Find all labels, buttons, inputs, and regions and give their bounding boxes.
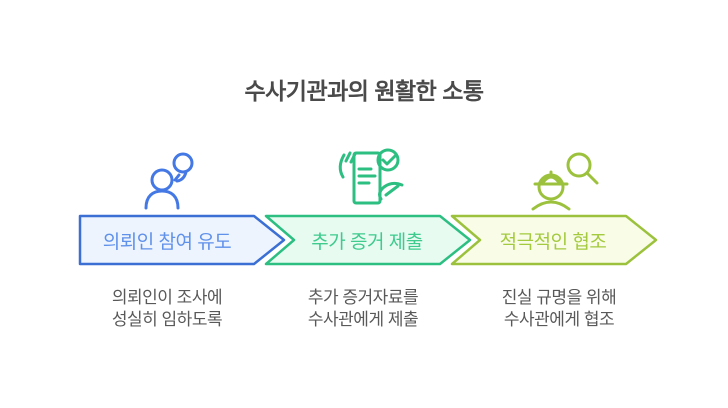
step-3-description: 진실 규명을 위해 수사관에게 협조 [449, 287, 669, 331]
step-1-description-line-2: 성실히 임하도록 [111, 310, 223, 329]
step-3-description-line-1: 진실 규명을 위해 [501, 288, 617, 307]
step-2-description-line-2: 수사관에게 제출 [307, 310, 419, 329]
step-1-description-line-1: 의뢰인이 조사에 [111, 288, 223, 307]
step-arrow-1: 의뢰인 참여 유도 [78, 214, 288, 266]
step-arrow-2: 추가 증거 제출 [264, 214, 474, 266]
consultation-people-icon [138, 150, 204, 214]
step-1-label: 의뢰인 참여 유도 [102, 231, 232, 253]
page-title: 수사기관과의 원활한 소통 [244, 78, 484, 104]
process-arrow-strip: 의뢰인 참여 유도 추가 증거 제출 적극적인 협조 [78, 214, 660, 266]
step-3-description-line-2: 수사관에게 협조 [503, 310, 615, 329]
step-2-label: 추가 증거 제출 [311, 231, 423, 253]
step-2-description: 추가 증거자료를 수사관에게 제출 [253, 287, 473, 331]
step-2-description-line-1: 추가 증거자료를 [307, 288, 419, 307]
step-1-description: 의뢰인이 조사에 성실히 임하도록 [57, 287, 277, 331]
step-3-label: 적극적인 협조 [499, 231, 607, 253]
investigator-magnifier-icon [527, 149, 601, 213]
step-arrow-3: 적극적인 협조 [450, 214, 660, 266]
evidence-document-check-icon [330, 147, 406, 215]
